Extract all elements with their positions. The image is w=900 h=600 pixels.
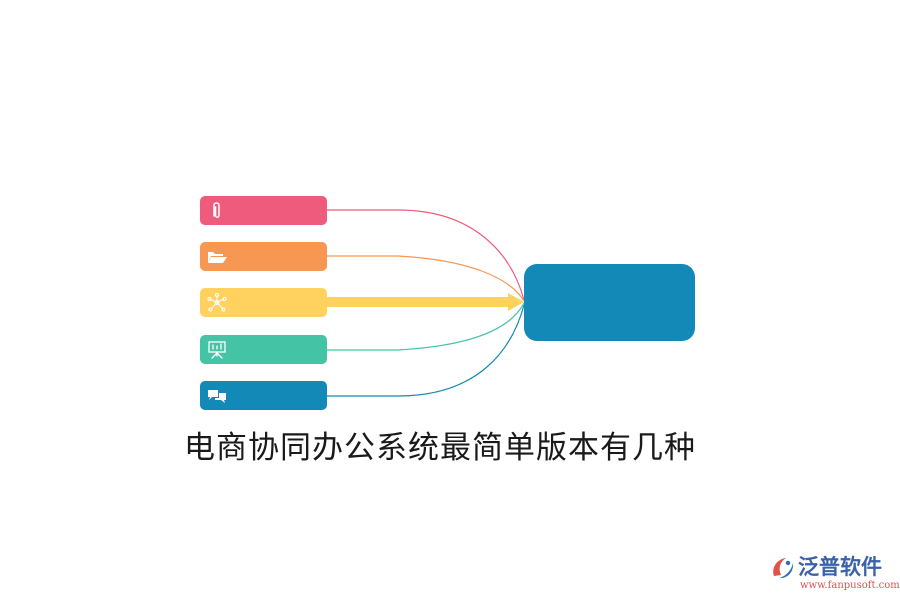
connector-4 xyxy=(327,302,525,351)
branch-node-1 xyxy=(200,196,327,225)
central-node xyxy=(524,264,695,341)
logo-swoosh-red xyxy=(773,558,786,576)
connector-2 xyxy=(327,255,525,302)
presentation-board-icon xyxy=(206,339,228,360)
branch-node-5 xyxy=(200,381,327,410)
brand-name: 泛普软件 xyxy=(798,555,882,579)
connector-1 xyxy=(327,209,525,301)
brand-url: www.fanpusoft.com xyxy=(800,580,900,591)
branch-node-3 xyxy=(200,288,327,317)
folder-open-icon xyxy=(206,246,228,267)
diagram-title: 电商协同办公系统最简单版本有几种 xyxy=(184,430,696,466)
logo-dot-blue xyxy=(785,560,791,566)
fanpu-logo-icon xyxy=(769,554,797,582)
branch-node-4 xyxy=(200,335,327,364)
chat-bubbles-icon xyxy=(206,385,228,406)
branch-node-2 xyxy=(200,242,327,271)
network-nodes-icon xyxy=(206,292,228,313)
connector-3-arrow xyxy=(327,293,524,311)
paperclip-icon xyxy=(206,200,228,221)
connector-5 xyxy=(327,304,525,397)
logo-swoosh-blue xyxy=(779,563,794,579)
watermark-logo: 泛普软件 www.fanpusoft.com xyxy=(767,552,900,594)
